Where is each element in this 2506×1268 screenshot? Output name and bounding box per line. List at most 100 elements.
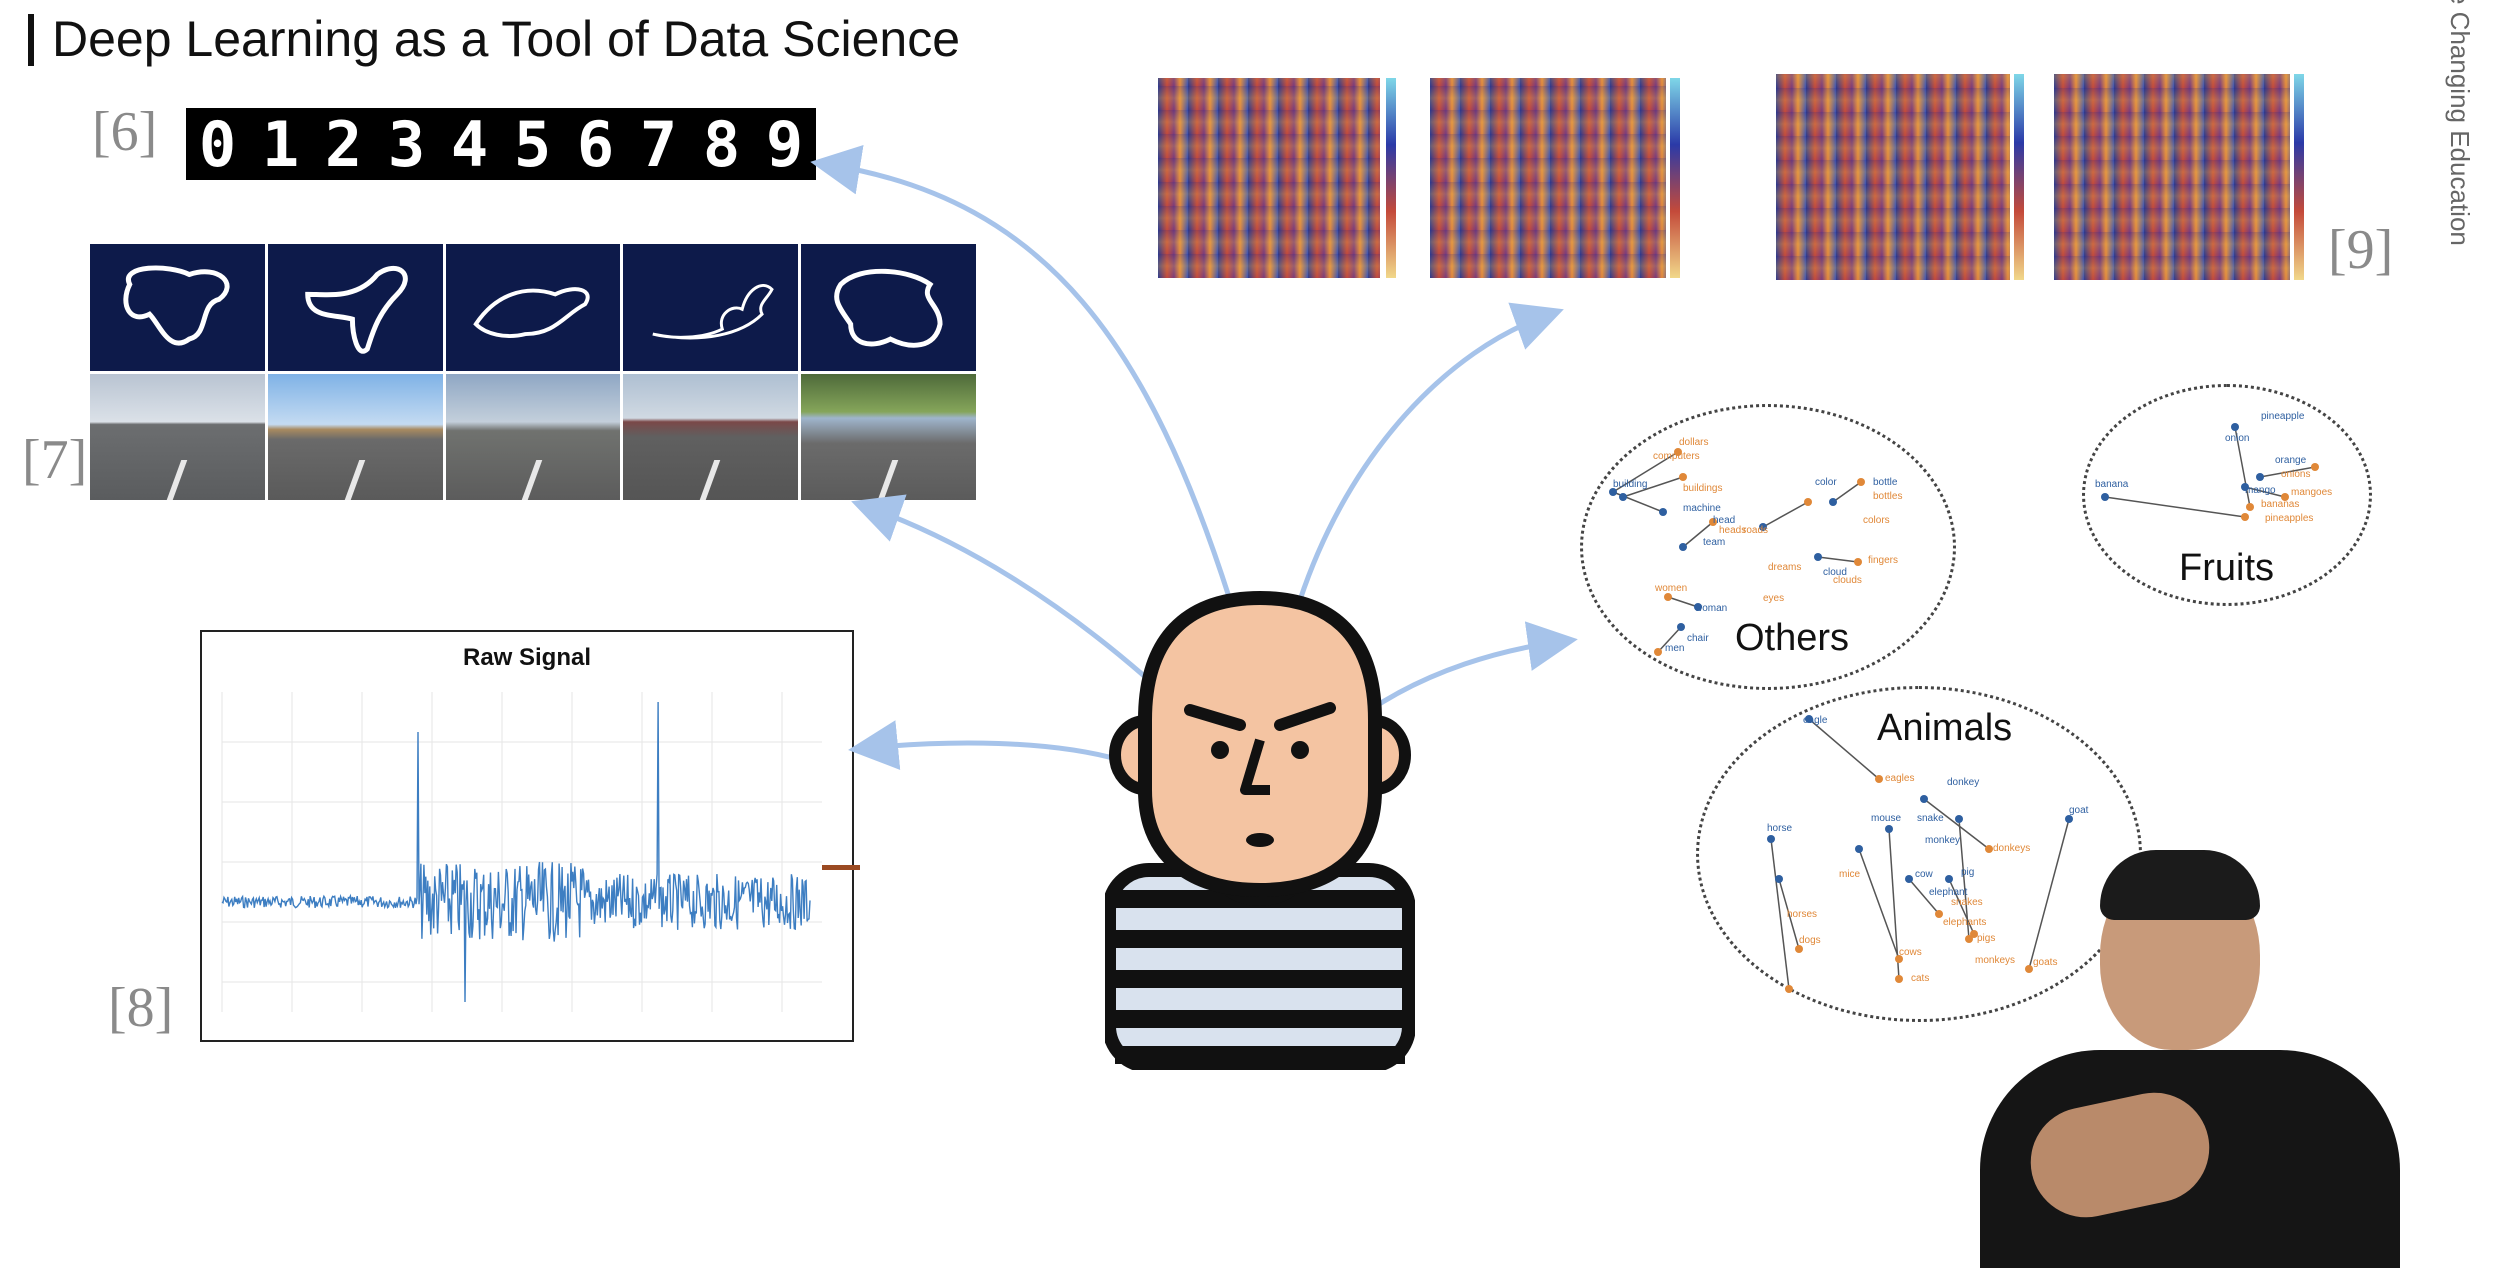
word-label: mice <box>1839 869 1861 880</box>
word-label: cats <box>1911 973 1930 984</box>
word-label: donkeys <box>1993 843 2031 854</box>
mnist-digit-strip: 0 1 2 3 4 5 6 7 8 9 <box>186 107 816 181</box>
arrow-to-mnist <box>810 145 1233 601</box>
presenter-hair <box>2100 850 2260 920</box>
spectrogram-heatmap <box>1158 78 1380 278</box>
word-label: banana <box>2095 479 2129 490</box>
word-label: monkey <box>1925 835 1961 846</box>
word-label: clouds <box>1833 575 1862 586</box>
digit: 1 <box>261 107 300 181</box>
word-label: goats <box>2033 957 2058 968</box>
others-embedding-lines <box>1609 448 1865 656</box>
word-label: women <box>1655 583 1688 594</box>
raw-signal-title: Raw Signal <box>462 644 592 671</box>
colorbar <box>1386 78 1396 278</box>
word-label: colors <box>1863 515 1890 526</box>
track-driving-view <box>267 373 443 500</box>
colorbar <box>1670 78 1680 278</box>
word-label: heads <box>1719 525 1747 536</box>
ref-8: [8] <box>108 977 174 1039</box>
track-outline-image <box>445 244 621 371</box>
track-driving-view <box>90 373 265 500</box>
word-label: machine <box>1683 503 1721 514</box>
word-label: snakes <box>1951 897 1983 908</box>
digit: 0 <box>198 107 237 181</box>
spectrogram-heatmap <box>2054 74 2290 280</box>
word-label: horses <box>1787 909 1818 920</box>
digit: 3 <box>387 107 426 181</box>
spectrogram-group-4 <box>2050 70 2312 286</box>
word-label: cows <box>1899 947 1922 958</box>
word-label: dollars <box>1679 437 1709 448</box>
word-label: horse <box>1767 823 1793 834</box>
ref-9: [9] <box>2328 219 2394 281</box>
word-label: eyes <box>1763 593 1785 604</box>
track-outline-image <box>801 244 976 371</box>
colorbar <box>2014 74 2024 280</box>
word-label: mangoes <box>2291 487 2333 498</box>
word-label: computers <box>1653 451 1700 462</box>
word-label: pig <box>1961 867 1975 878</box>
spectrogram-heatmap <box>1776 74 2010 280</box>
word-label: cow <box>1915 869 1933 880</box>
animals-embedding-lines <box>1767 715 2073 993</box>
track-outline-image <box>267 244 443 371</box>
word-label: monkeys <box>1975 955 2016 966</box>
word-label: dogs <box>1799 935 1821 946</box>
raw-signal-plot: Raw Signal <box>200 630 854 1042</box>
word-label: dreams <box>1768 562 1802 573</box>
cluster-others: Others color bottle machine head team bu… <box>1580 404 1956 690</box>
word-label: orange <box>2275 455 2307 466</box>
digit: 8 <box>702 107 741 181</box>
arrow-to-clusters <box>1368 621 1578 713</box>
digit: 5 <box>513 107 552 181</box>
track-outline-image <box>90 244 265 371</box>
racing-track-grid <box>90 244 976 500</box>
track-outline-image <box>623 244 799 371</box>
word-label: fingers <box>1868 555 1899 566</box>
word-label: men <box>1665 643 1685 654</box>
word-label: eagles <box>1885 773 1915 784</box>
cluster-others-label: Others <box>1735 617 1850 659</box>
word-label: pineapples <box>2265 513 2314 524</box>
ref-7: [7] <box>22 429 88 491</box>
word-label: pineapple <box>2261 411 2305 422</box>
spectrogram-heatmap <box>1430 78 1666 278</box>
spectrogram-group-3 <box>1770 70 2028 286</box>
word-label: bananas <box>2261 499 2300 510</box>
word-label: woman <box>1695 603 1728 614</box>
raw-signal-waveform <box>221 692 822 1012</box>
title-accent-bar <box>28 14 34 66</box>
word-label: chair <box>1687 633 1709 644</box>
fruits-embedding-lines <box>2101 423 2319 521</box>
person-avatar-icon <box>1105 590 1415 1070</box>
word-label: goat <box>2069 805 2089 816</box>
word-label: elephants <box>1943 917 1987 928</box>
arrow-to-signal <box>848 720 1121 770</box>
cluster-fruits: Fruits pineapple onion banana mango oran… <box>2082 384 2372 606</box>
word-label: team <box>1703 537 1726 548</box>
colorbar <box>2294 74 2304 280</box>
cluster-animals: Animals eagle donkey horse mouse snake m… <box>1696 686 2142 1022</box>
word-label: head <box>1713 515 1736 526</box>
word-label: cloud <box>1823 567 1847 578</box>
word-label: bottles <box>1873 491 1903 502</box>
word-label: donkey <box>1947 777 1980 788</box>
word-label: roads <box>1743 525 1769 536</box>
arrow-to-tracks <box>851 494 1162 692</box>
spectrogram-group-1 <box>1148 74 1398 286</box>
word-label: pigs <box>1977 933 1996 944</box>
track-driving-view <box>623 373 799 500</box>
cluster-animals-label: Animals <box>1877 707 2013 749</box>
digit: 9 <box>765 107 804 181</box>
digit: 2 <box>324 107 363 181</box>
digit: 7 <box>639 107 678 181</box>
spectrogram-group-2 <box>1420 74 1684 286</box>
word-label: eagle <box>1803 715 1828 726</box>
side-caption-text: e Changing Education <box>2445 0 2475 246</box>
word-label: elephant <box>1929 887 1968 898</box>
word-label: buildings <box>1683 483 1723 494</box>
word-label: bottle <box>1873 477 1898 488</box>
word-label: onion <box>2225 433 2250 444</box>
